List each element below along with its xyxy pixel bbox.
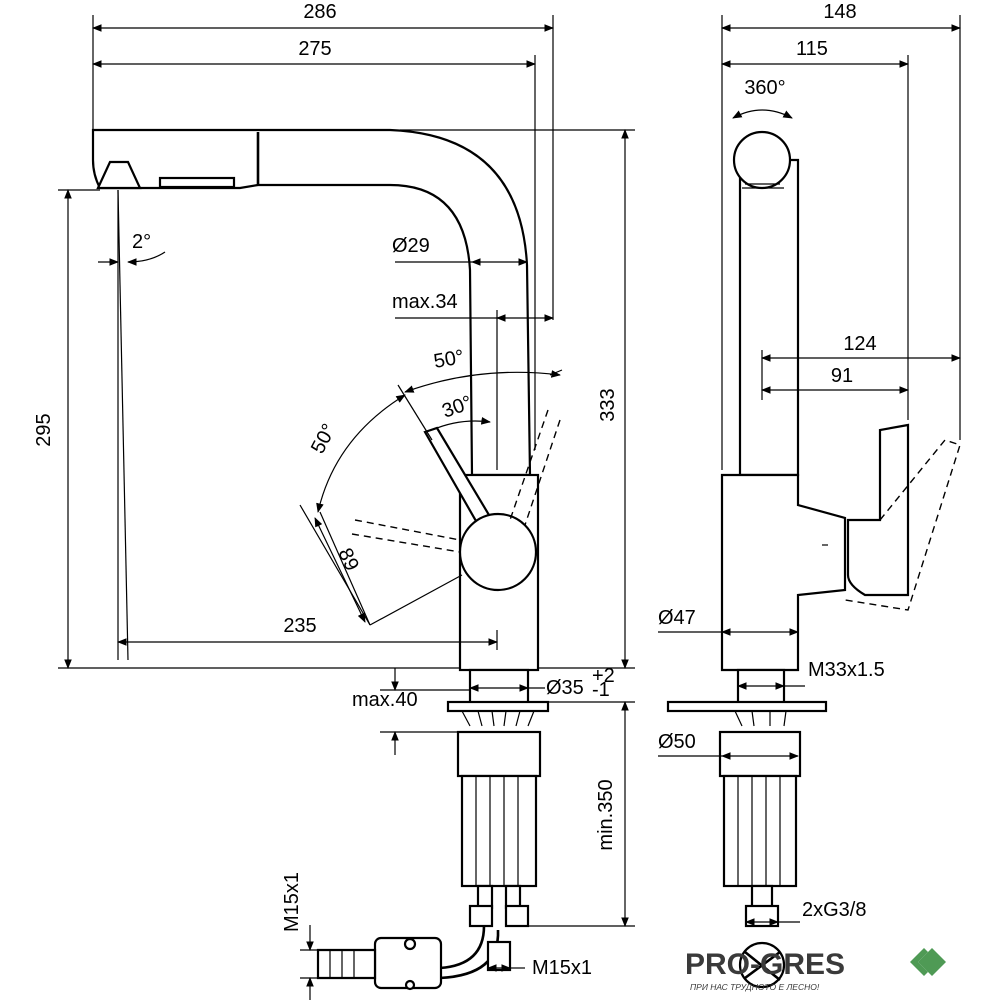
dim-outlet-height: 295: [33, 189, 460, 669]
side-spout-head: [732, 130, 792, 190]
dim-supply-thread: 2xG3/8: [745, 899, 866, 926]
dim-hole-diameter: Ø35 +2 -1: [469, 665, 615, 701]
front-nut: [456, 730, 542, 778]
dim-rotation-label: 360°: [744, 77, 785, 99]
side-shank: [736, 668, 786, 708]
dim-side-124-label: 124: [843, 333, 876, 355]
dim-min-hose: min.350: [528, 701, 635, 927]
dim-shank-thread-label: M33x1.5: [808, 659, 885, 681]
front-spray-slot: [158, 176, 236, 189]
dim-spray-angle: 2°: [98, 189, 166, 661]
dim-side-91: 91: [761, 365, 909, 394]
dim-286-label: 286: [303, 1, 336, 23]
brand-diamond-icon: [910, 948, 946, 976]
front-spout: [91, 128, 532, 477]
dim-side-91-label: 91: [831, 365, 853, 387]
side-ribbed-sleeve: [722, 774, 798, 888]
dim-spray-angle-label: 2°: [132, 231, 151, 253]
brand-name: PRO-GRES: [685, 948, 845, 981]
dim-body-diameter-label: Ø47: [658, 607, 696, 629]
dim-spout-diameter: Ø29: [392, 235, 528, 266]
dim-base-diameter-label: Ø50: [658, 731, 696, 753]
dim-outlet-thread-bottom: M15x1: [487, 957, 592, 979]
side-nut: [718, 730, 802, 778]
front-spray-head: [96, 160, 142, 190]
side-lever: [846, 423, 910, 597]
dim-supply-thread-label: 2xG3/8: [802, 899, 866, 921]
dim-outlet-thread-left-label: M15x1: [281, 872, 303, 932]
dim-overall-height: 333: [400, 129, 635, 669]
brand-tagline: ПРИ НАС ТРУДНОТО Е ЛЕСНО!: [690, 982, 820, 992]
front-view: 286 275 Ø29 max.34 50°: [33, 1, 635, 1000]
dim-hole-tol-lower: -1: [592, 679, 610, 701]
dim-side-124: 124: [761, 333, 961, 400]
dim-reach-label: 235: [283, 615, 316, 637]
dim-angle-30: 30°: [439, 392, 475, 423]
side-spout: [738, 158, 800, 477]
front-lever-hub: [458, 512, 538, 592]
brand-logo: PRO-GRES ПРИ НАС ТРУДНОТО Е ЛЕСНО!: [685, 948, 946, 992]
dim-hole-diameter-label: Ø35: [546, 677, 584, 699]
dim-side-148-label: 148: [823, 1, 856, 23]
dim-outlet-thread-bottom-label: M15x1: [532, 957, 592, 979]
dim-rotation: 360°: [732, 77, 793, 119]
dim-overall-height-label: 333: [597, 388, 619, 421]
front-hose: [439, 925, 500, 980]
dim-angle-50-top: 50°: [432, 346, 466, 373]
dim-spout-diameter-label: Ø29: [392, 235, 430, 257]
side-body: [720, 473, 847, 672]
side-view: 148 115 360° 124 91 Ø47: [658, 1, 961, 989]
dim-shank-thread: M33x1.5: [737, 659, 885, 690]
dim-side-148: 148: [721, 1, 961, 470]
dim-outlet-height-label: 295: [33, 413, 55, 446]
side-deck-washer: [666, 700, 828, 713]
dim-min-hose-label: min.350: [595, 779, 617, 850]
dim-max34-label: max.34: [392, 291, 458, 313]
front-ribbed-sleeve: [460, 774, 538, 888]
dim-body-diameter: Ø47: [658, 607, 799, 636]
dim-reach: 235: [117, 615, 498, 650]
dim-275-label: 275: [298, 38, 331, 60]
dim-outlet-thread-left: M15x1: [281, 872, 330, 1000]
dim-deck-thickness: max.40: [352, 668, 470, 755]
dim-hole-tol-upper: +2: [592, 665, 615, 687]
dim-base-diameter: Ø50: [658, 731, 799, 760]
dim-angle-50-left: 50°: [307, 420, 341, 457]
dim-deck-thickness-label: max.40: [352, 689, 418, 711]
dim-286: 286: [92, 1, 554, 320]
front-deck-washer: [446, 700, 550, 713]
dim-side-115-label: 115: [796, 38, 828, 60]
